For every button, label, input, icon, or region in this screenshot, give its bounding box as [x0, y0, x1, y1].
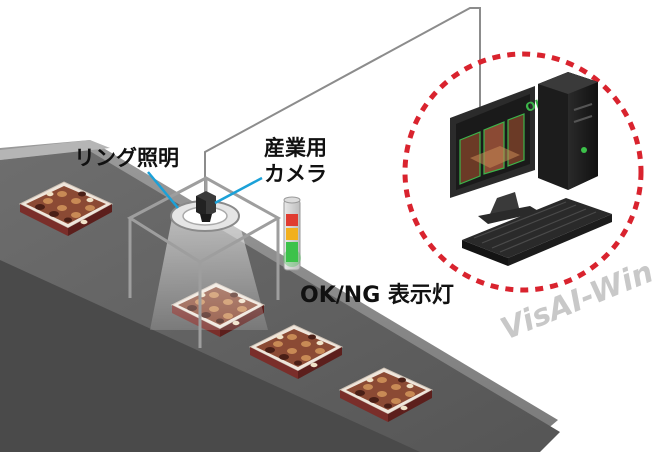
brand-label: VisAI-Win — [496, 255, 657, 348]
ring-light-label: リング照明 — [74, 146, 179, 170]
light-cone — [150, 218, 268, 330]
desktop-computer-icon — [538, 72, 598, 190]
industrial-camera-icon — [196, 191, 216, 222]
camera-label-line1: 産業用 — [264, 136, 327, 160]
indicator-label: OK/NG 表示灯 — [300, 283, 454, 308]
pc-highlight-circle — [402, 51, 644, 293]
camera-callout — [214, 176, 263, 205]
keyboard-icon — [462, 198, 612, 266]
monitor-icon — [450, 86, 540, 224]
ring-light-callout — [147, 171, 179, 209]
camera-label-line2: カメラ — [264, 162, 327, 186]
camera-cable — [204, 7, 481, 193]
signal-tower-icon — [283, 196, 301, 271]
